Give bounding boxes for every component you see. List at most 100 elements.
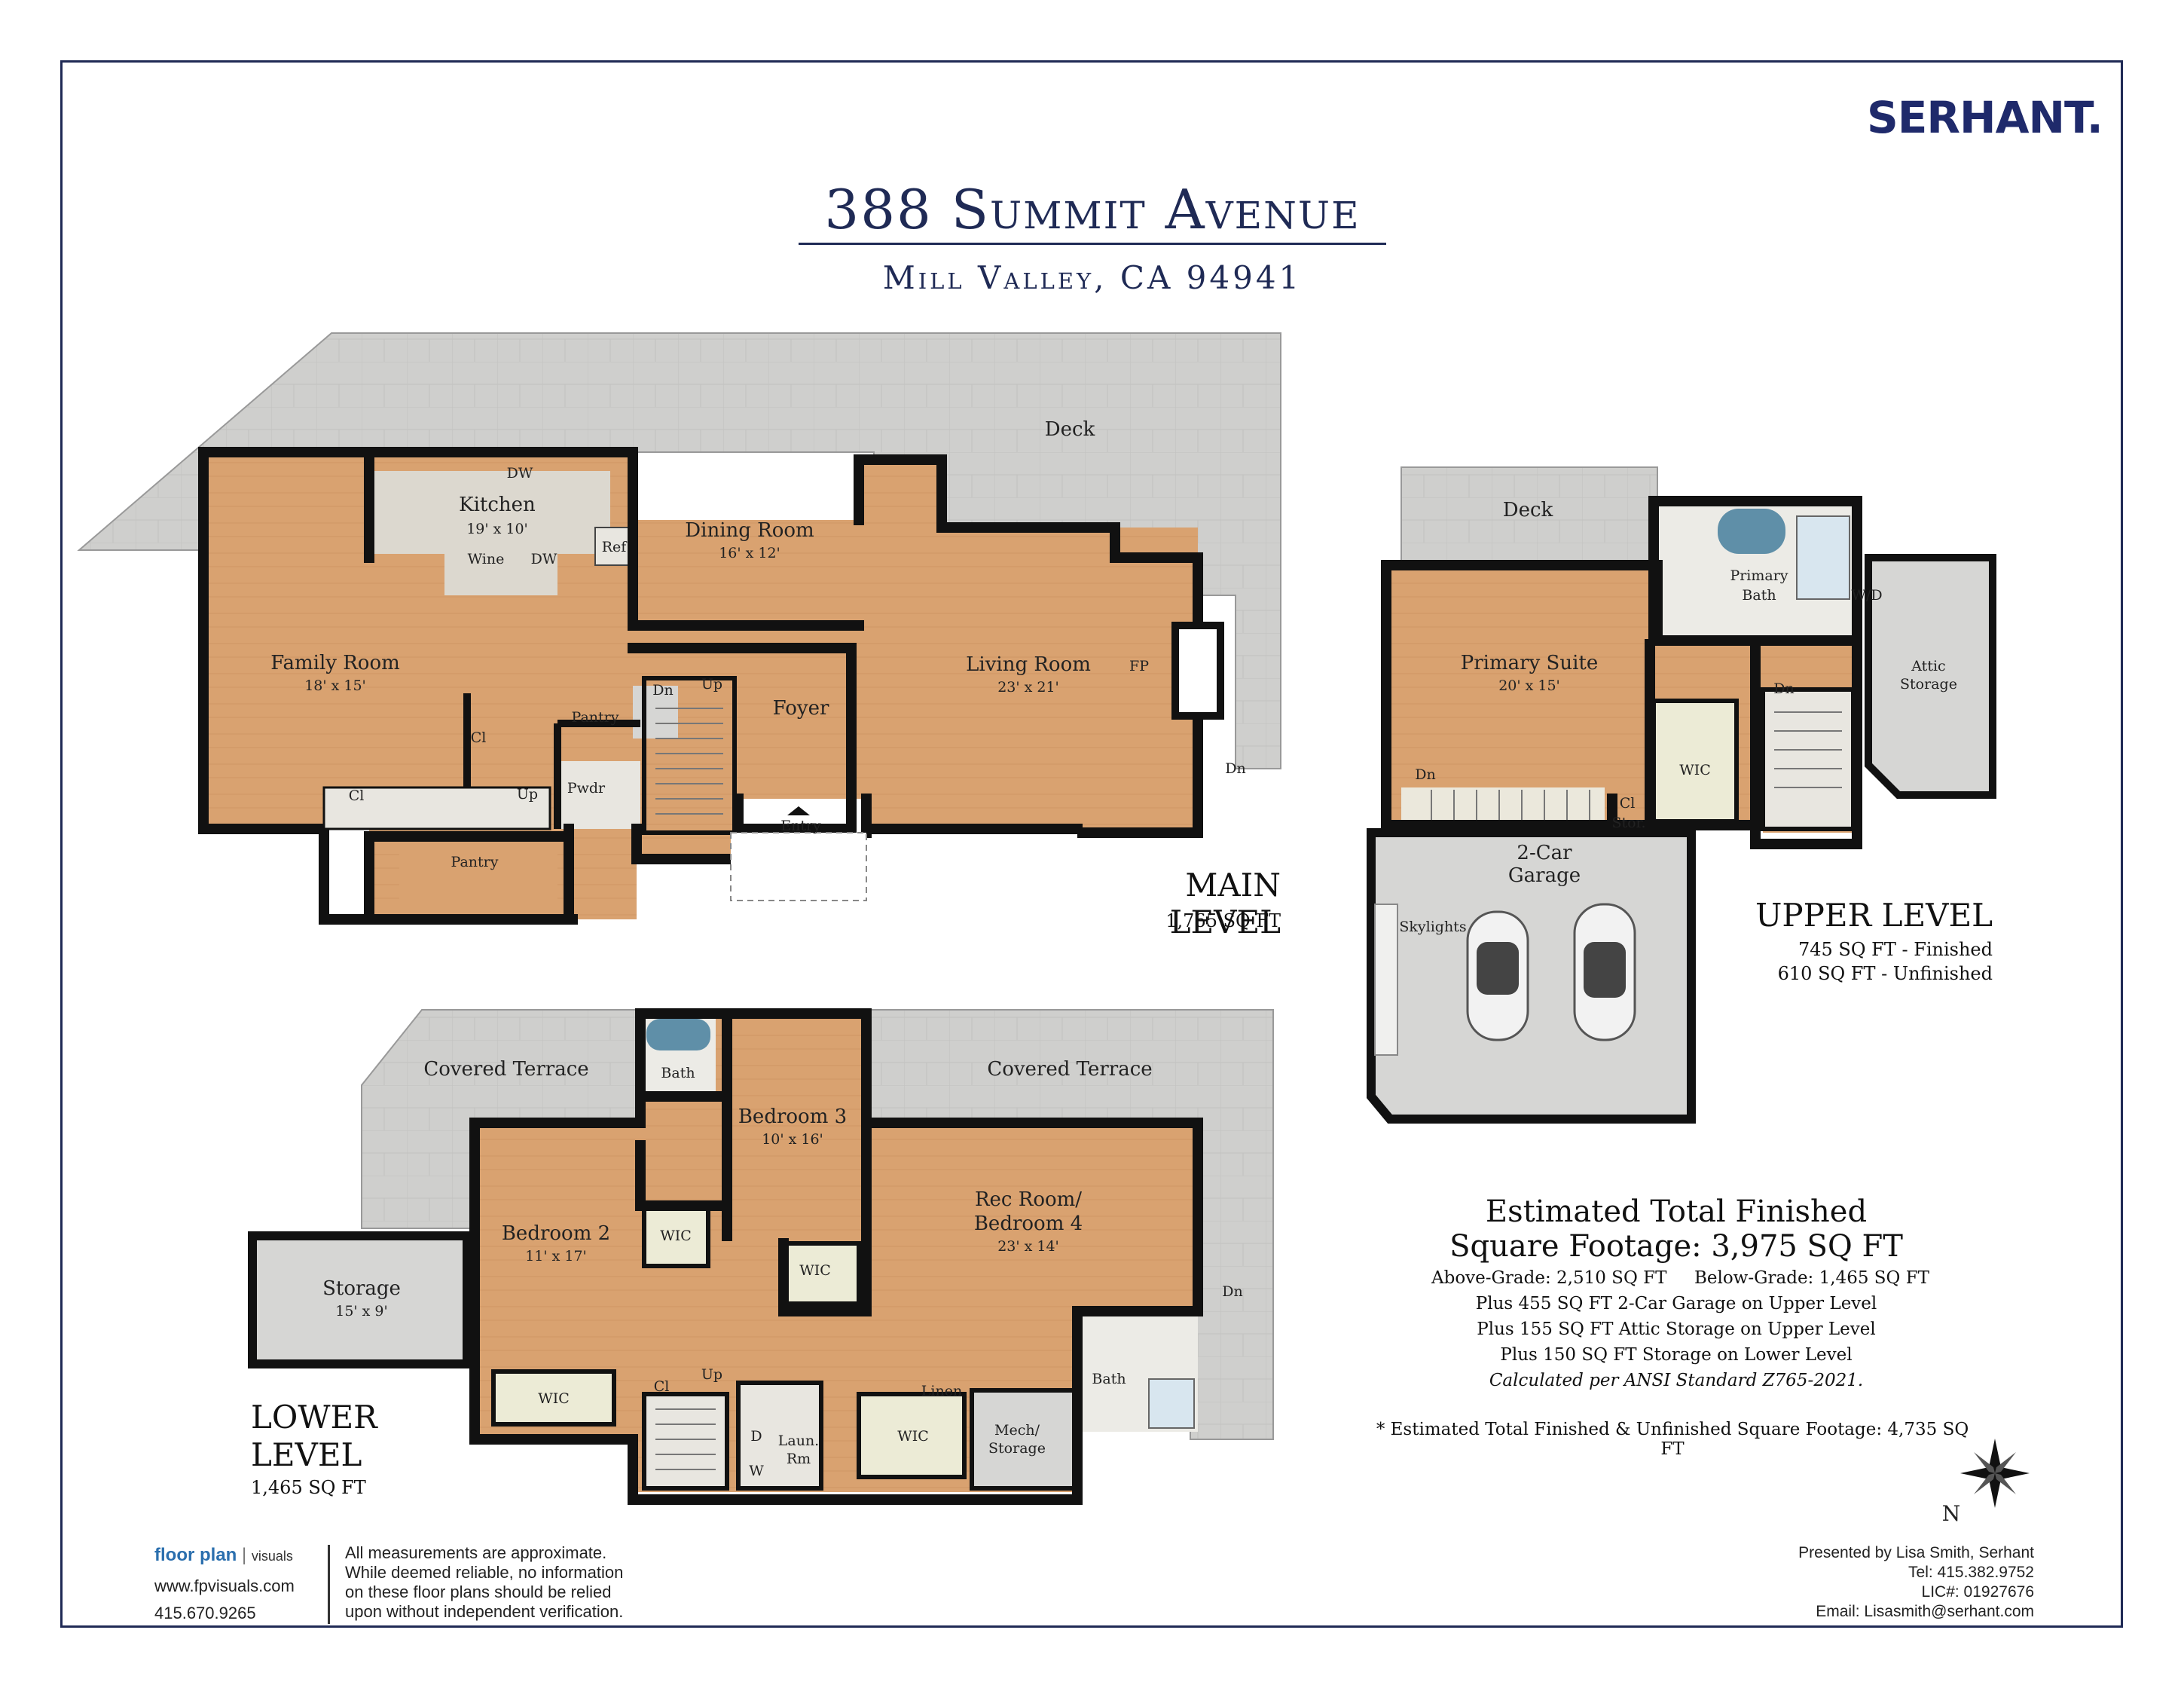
dishwasher-label-1: DW bbox=[507, 465, 533, 482]
storage-room bbox=[248, 1231, 472, 1368]
wic-bedroom2 bbox=[491, 1369, 616, 1427]
mech-storage-room bbox=[970, 1388, 1080, 1491]
deck-stair-dn: Dn bbox=[1225, 760, 1245, 777]
main-stair-dn: Dn bbox=[652, 682, 673, 699]
foyer-label: Foyer bbox=[773, 697, 829, 720]
upper-level-plan bbox=[1367, 466, 1996, 1124]
rec-room-label-2: Bedroom 4 bbox=[974, 1212, 1083, 1235]
summary-total-note: * Estimated Total Finished & Unfinished … bbox=[1376, 1420, 1969, 1459]
fpv-logo-text-1: floor plan bbox=[154, 1545, 237, 1565]
lower-wic-label-3: WIC bbox=[799, 1262, 831, 1279]
summary-heading-2: Square Footage: 3,975 SQ FT bbox=[1449, 1229, 1903, 1264]
primary-bath-label-2: Bath bbox=[1742, 587, 1776, 604]
washer-dryer-label: W/D bbox=[1851, 587, 1882, 604]
bedroom2-dim: 11' x 17' bbox=[525, 1248, 587, 1264]
pantry-label-1: Pantry bbox=[572, 709, 619, 726]
upper-stair bbox=[1401, 787, 1605, 825]
mech-label-1: Mech/ bbox=[994, 1422, 1040, 1439]
main-stair-up: Up bbox=[701, 676, 722, 693]
kitchen-counter bbox=[369, 471, 610, 554]
primary-bath-label-1: Primary bbox=[1730, 567, 1788, 584]
entry-porch bbox=[730, 832, 867, 901]
property-city: Mill Valley, CA 94941 bbox=[882, 259, 1303, 296]
lower-closet-label: Cl bbox=[654, 1378, 670, 1395]
agent-license: LIC#: 01927676 bbox=[1921, 1583, 2034, 1601]
attic-label-2: Storage bbox=[1900, 676, 1957, 693]
summary-line-1: Above-Grade: 2,510 SQ FT Below-Grade: 1,… bbox=[1431, 1268, 1929, 1288]
sqft-summary: Estimated Total Finished Square Footage:… bbox=[1431, 1194, 1929, 1390]
bathtub bbox=[1718, 509, 1785, 554]
agent-tel: Tel: 415.382.9752 bbox=[1908, 1564, 2034, 1581]
wic-lower-center bbox=[857, 1392, 967, 1479]
laundry-room bbox=[736, 1381, 823, 1491]
dryer-label: D bbox=[750, 1428, 762, 1445]
main-level-sqft: 1,765 SQ FT bbox=[1165, 910, 1281, 931]
lower-level-title-1: LOWER bbox=[251, 1399, 377, 1436]
upper-stair-dn-2: Dn bbox=[1773, 680, 1794, 697]
serhant-logo: SERHANT. bbox=[1867, 92, 2103, 143]
bedroom3-label: Bedroom 3 bbox=[738, 1105, 847, 1128]
compass-north-label: N bbox=[1942, 1501, 1961, 1526]
rec-room-label-1: Rec Room/ bbox=[975, 1188, 1082, 1211]
lower-level-plan bbox=[248, 1008, 1274, 1505]
mech-label-2: Storage bbox=[988, 1440, 1046, 1457]
family-room-label: Family Room bbox=[270, 652, 400, 674]
family-room-dim: 18' x 15' bbox=[304, 677, 366, 694]
kitchen-dim: 19' x 10' bbox=[466, 521, 528, 537]
lower-wic-label-4: WIC bbox=[897, 1428, 929, 1445]
lower-stair-up: Up bbox=[701, 1366, 722, 1383]
agent-presented: Presented by Lisa Smith, Serhant bbox=[1798, 1544, 2034, 1561]
disclaimer-line-1: All measurements are approximate. bbox=[345, 1543, 607, 1562]
closet-label-2: Cl bbox=[349, 787, 365, 804]
upper-wic-label: WIC bbox=[1679, 762, 1711, 778]
summary-line-5: Calculated per ANSI Standard Z765-2021. bbox=[1489, 1371, 1864, 1390]
summary-heading-1: Estimated Total Finished bbox=[1485, 1194, 1868, 1229]
upper-level-title: UPPER LEVEL bbox=[1755, 897, 1993, 934]
main-deck-label: Deck bbox=[1045, 418, 1095, 441]
entry-label: Entry bbox=[780, 818, 821, 834]
wic-bedroom3 bbox=[781, 1241, 861, 1306]
upper-deck-label: Deck bbox=[1503, 499, 1553, 521]
disclaimer-line-4: upon without independent verification. bbox=[345, 1602, 624, 1621]
fpv-phone: 415.670.9265 bbox=[154, 1604, 256, 1622]
dining-room-label: Dining Room bbox=[685, 519, 814, 542]
attic-storage-room bbox=[1865, 554, 1996, 799]
disclaimer-line-2: While deemed reliable, no information bbox=[345, 1563, 624, 1582]
bedroom3-dim: 10' x 16' bbox=[762, 1131, 823, 1148]
lower-wic-label-2: WIC bbox=[660, 1228, 692, 1244]
car-1 bbox=[1466, 910, 1529, 1041]
fpv-website: www.fpvisuals.com bbox=[154, 1576, 295, 1595]
storage-label: Storage bbox=[322, 1277, 401, 1300]
laundry-label-2: Rm bbox=[787, 1451, 811, 1467]
bedroom2-label: Bedroom 2 bbox=[502, 1222, 610, 1245]
entry-arrow bbox=[787, 806, 810, 815]
covered-terrace-right-label: Covered Terrace bbox=[987, 1058, 1152, 1081]
lower-bathtub bbox=[646, 1019, 710, 1050]
dining-room-dim: 16' x 12' bbox=[719, 545, 780, 561]
property-address: 388 Summit Avenue bbox=[824, 178, 1361, 241]
summary-line-3: Plus 155 SQ FT Attic Storage on Upper Le… bbox=[1477, 1320, 1876, 1339]
lower-bath-1-label: Bath bbox=[661, 1065, 695, 1081]
garage-label-1: 2-Car bbox=[1517, 842, 1572, 864]
main-level-plan bbox=[77, 332, 1281, 925]
kitchen-island bbox=[444, 543, 557, 595]
rec-room-dim: 23' x 14' bbox=[997, 1238, 1059, 1255]
family-stair-up: Up bbox=[517, 786, 538, 803]
washer-label: W bbox=[749, 1463, 764, 1479]
main-level-title: MAIN LEVEL bbox=[1169, 867, 1281, 940]
pantry-label-2: Pantry bbox=[451, 854, 499, 870]
closet-label-1: Cl bbox=[471, 729, 487, 746]
page-frame bbox=[60, 60, 2123, 1628]
title-rule bbox=[799, 243, 1386, 245]
living-room-dim: 23' x 21' bbox=[997, 679, 1059, 696]
lower-wic-label-1: WIC bbox=[538, 1390, 570, 1407]
disclaimer: All measurements are approximate. While … bbox=[345, 1543, 623, 1622]
storage-dim: 15' x 9' bbox=[335, 1303, 388, 1320]
summary-line-2: Plus 455 SQ FT 2-Car Garage on Upper Lev… bbox=[1475, 1294, 1877, 1313]
dishwasher-label-2: DW bbox=[531, 551, 557, 567]
upper-level-finished: 745 SQ FT - Finished bbox=[1798, 939, 1993, 960]
garage-label-2: Garage bbox=[1508, 864, 1581, 887]
fpv-logo: floor plan | visuals bbox=[154, 1545, 293, 1565]
fridge-label: Ref bbox=[602, 539, 628, 555]
